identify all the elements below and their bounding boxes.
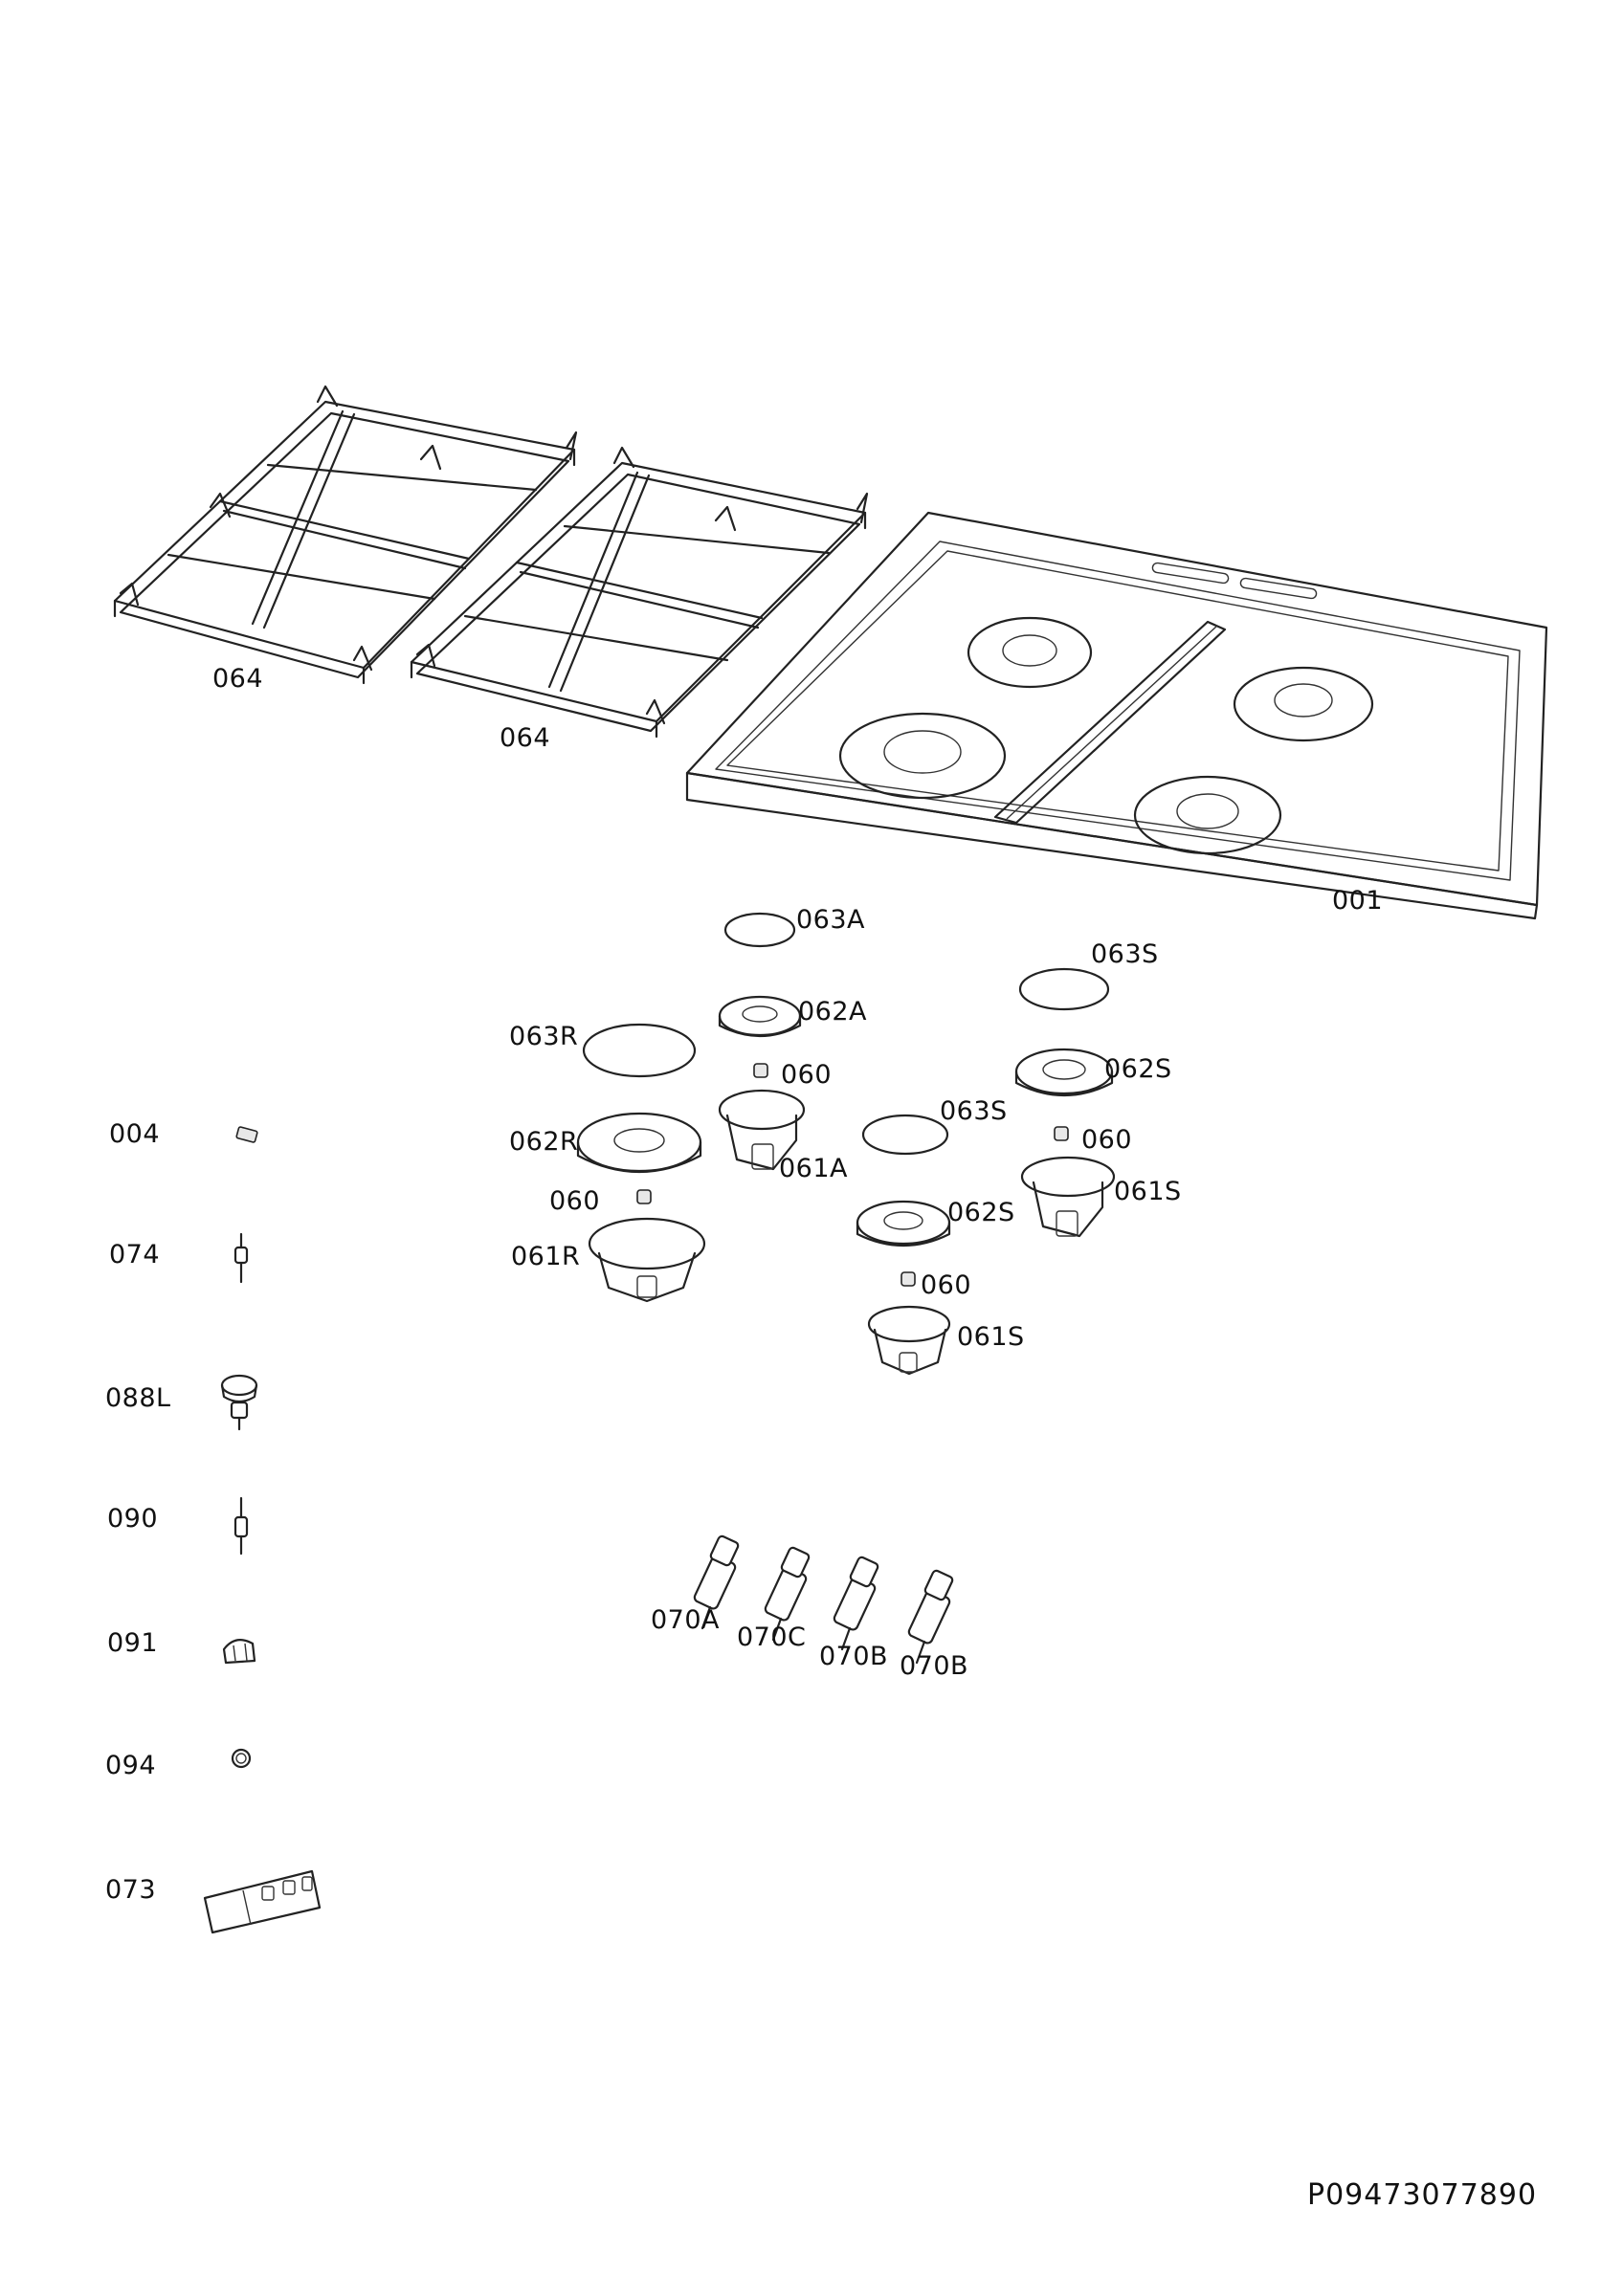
label-injector-semi-top: 060 — [1081, 1125, 1133, 1155]
label-cap-semi-mid: 063S — [940, 1096, 1008, 1126]
gas-tap-c — [764, 1546, 811, 1642]
hob-top — [685, 511, 1548, 920]
pan-support-left — [113, 385, 578, 685]
cap-semi-mid — [861, 1114, 949, 1156]
label-base-rapid: 061R — [511, 1242, 581, 1271]
label-tap-a: 070A — [651, 1605, 721, 1635]
side-part-code: 074 — [109, 1240, 161, 1269]
injector-semi-top — [1054, 1126, 1069, 1141]
cap-aux — [723, 912, 796, 948]
side-part-code: 094 — [105, 1751, 157, 1780]
label-base-aux: 061A — [779, 1154, 849, 1183]
spark-plug-icon — [233, 1496, 249, 1556]
gas-tap-b1 — [833, 1556, 879, 1651]
pan-support-right — [410, 446, 869, 739]
cap-rapid — [582, 1023, 697, 1078]
side-part-code: 004 — [109, 1119, 161, 1149]
thermocouple-icon — [233, 1232, 249, 1284]
label-cap-aux: 063A — [796, 905, 866, 935]
burner-crown-rapid — [576, 1112, 702, 1174]
label-base-semi-top: 061S — [1114, 1177, 1182, 1206]
burner-crown-semi-mid — [856, 1200, 951, 1247]
clip-icon — [235, 1126, 258, 1143]
label-cap-rapid: 063R — [509, 1022, 579, 1051]
bracket-icon — [222, 1639, 256, 1665]
label-injector-rapid: 060 — [549, 1186, 601, 1216]
injector-aux — [753, 1063, 768, 1078]
label-grate-left: 064 — [212, 664, 264, 694]
label-hob-top: 001 — [1332, 886, 1384, 916]
knob-icon — [220, 1374, 258, 1431]
injector-semi-mid — [900, 1271, 916, 1287]
washer-icon — [231, 1748, 252, 1769]
burner-base-semi-top — [1020, 1156, 1116, 1238]
side-part-code: 073 — [105, 1875, 157, 1905]
label-tap-b1: 070B — [819, 1642, 889, 1671]
label-burner-semi-top: 062S — [1104, 1054, 1172, 1084]
label-base-semi-mid: 061S — [957, 1322, 1025, 1352]
side-part-code: 090 — [107, 1504, 159, 1534]
burner-base-rapid — [588, 1217, 706, 1303]
label-burner-rapid: 062R — [509, 1127, 579, 1157]
gas-tap-b2 — [907, 1569, 954, 1665]
label-injector-semi-mid: 060 — [921, 1270, 972, 1300]
side-part-code: 091 — [107, 1628, 159, 1658]
gas-tap-a — [693, 1534, 740, 1630]
document-number: P09473077890 — [1307, 2178, 1538, 2212]
burner-base-semi-mid — [867, 1305, 951, 1376]
burner-crown-aux — [718, 995, 802, 1038]
label-tap-c: 070C — [737, 1623, 807, 1652]
side-part-code: 088L — [105, 1383, 171, 1413]
ignition-generator-icon — [203, 1869, 322, 1934]
label-burner-aux: 062A — [798, 997, 868, 1027]
label-grate-right: 064 — [500, 723, 551, 753]
cap-semi-top — [1018, 967, 1110, 1011]
injector-rapid — [636, 1189, 652, 1204]
burner-crown-semi-top — [1014, 1048, 1114, 1096]
label-injector-aux: 060 — [781, 1060, 833, 1090]
label-cap-semi-top: 063S — [1091, 939, 1159, 969]
label-tap-b2: 070B — [900, 1651, 969, 1681]
label-burner-semi-mid: 062S — [947, 1198, 1015, 1227]
burner-base-aux — [718, 1089, 806, 1171]
